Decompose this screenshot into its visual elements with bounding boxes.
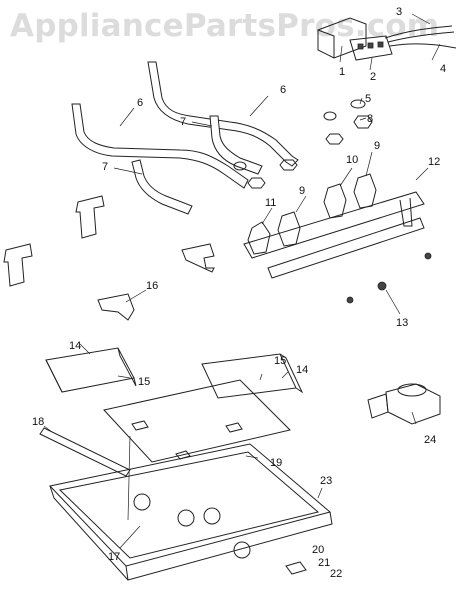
callout-20: 20 <box>312 544 324 556</box>
burner-shield-right[interactable] <box>201 353 304 399</box>
gas-manifold[interactable] <box>243 191 425 279</box>
callout-8: 8 <box>367 113 373 125</box>
burner-shield-left[interactable] <box>45 347 137 393</box>
callout-2: 2 <box>370 71 376 83</box>
callout-23: 23 <box>320 475 332 487</box>
callout-17: 17 <box>108 551 120 563</box>
gas-tube-lower[interactable] <box>131 159 193 215</box>
burner-box[interactable] <box>49 443 333 581</box>
callout-13: 13 <box>396 317 408 329</box>
callout-5: 5 <box>365 93 371 105</box>
callout-18: 18 <box>32 416 44 428</box>
fitting-nuts[interactable] <box>233 99 373 189</box>
callout-21: 21 <box>318 557 330 569</box>
bracket-16[interactable] <box>97 293 135 321</box>
callout-10: 10 <box>346 154 358 166</box>
callout-22: 22 <box>330 568 342 580</box>
callout-19: 19 <box>270 457 282 469</box>
callout-4: 4 <box>440 63 446 75</box>
ignition-module[interactable] <box>317 17 393 61</box>
gas-tube-mid[interactable] <box>209 115 263 175</box>
burner-plate[interactable] <box>103 379 291 463</box>
bracket-left-lower[interactable] <box>3 243 33 287</box>
callout-1: 1 <box>339 66 345 78</box>
callout-9b: 9 <box>299 185 305 197</box>
callout-6a: 6 <box>280 84 286 96</box>
pressure-regulator[interactable] <box>367 383 441 425</box>
callout-15a: 15 <box>138 376 150 388</box>
bracket-left-upper[interactable] <box>75 195 105 239</box>
gas-tube-upper[interactable] <box>147 61 299 167</box>
callout-16: 16 <box>146 280 158 292</box>
callout-9a: 9 <box>374 140 380 152</box>
callout-24: 24 <box>424 434 436 446</box>
callout-15b: 15 <box>274 355 286 367</box>
callout-7a: 7 <box>180 116 186 128</box>
callout-7b: 7 <box>102 161 108 173</box>
leader-lines <box>43 13 441 549</box>
callout-11: 11 <box>265 197 276 209</box>
callout-6b: 6 <box>137 97 143 109</box>
mounting-clip[interactable] <box>285 561 307 575</box>
nut-13[interactable] <box>346 252 432 304</box>
callout-labels: 1 2 3 4 5 6 6 7 7 8 9 9 10 11 12 13 14 1… <box>32 6 446 580</box>
callout-12: 12 <box>428 156 440 168</box>
bracket-center[interactable] <box>181 243 215 273</box>
gas-tube-left[interactable] <box>71 103 249 189</box>
callout-14a: 14 <box>69 340 81 352</box>
callout-14b: 14 <box>296 364 308 376</box>
callout-3: 3 <box>396 6 402 18</box>
wire-harness[interactable] <box>384 25 457 49</box>
side-panel-18[interactable] <box>39 427 131 477</box>
burner-valves[interactable] <box>247 173 377 255</box>
